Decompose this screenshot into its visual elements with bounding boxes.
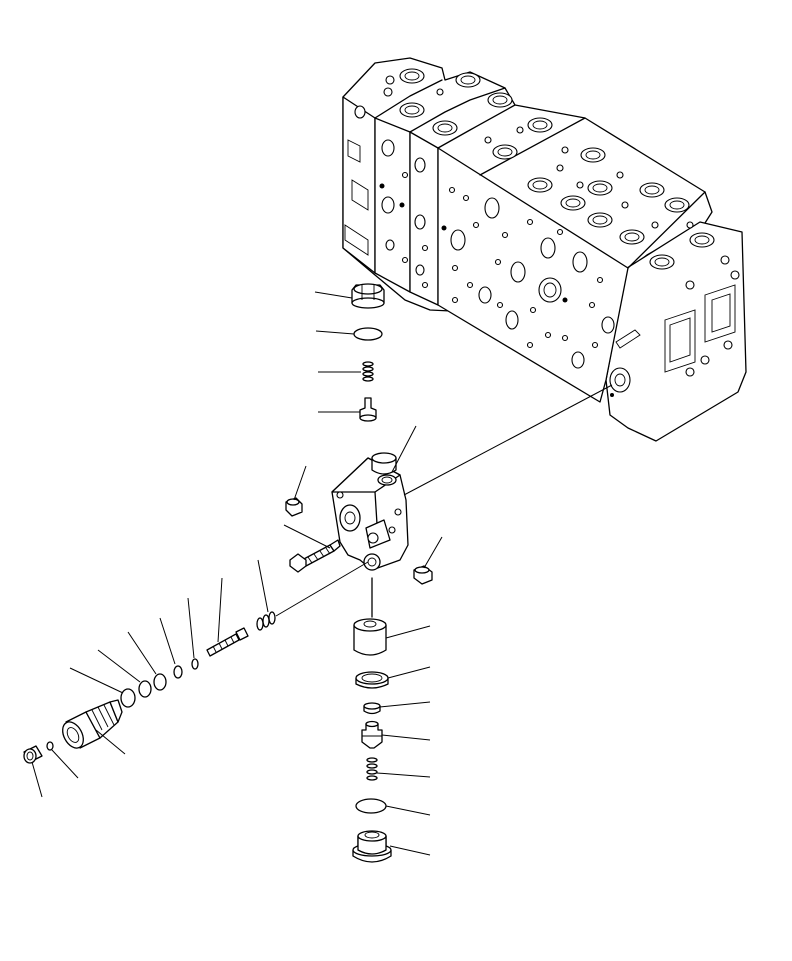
bolt-right — [414, 566, 432, 584]
bolt-long — [290, 540, 340, 572]
spring-top — [363, 362, 373, 381]
poppet — [360, 398, 376, 421]
seal-ring — [356, 672, 388, 688]
small-nut — [364, 703, 380, 714]
small-ring-2 — [174, 666, 182, 678]
o-ring-side-1 — [154, 674, 166, 690]
spring-bottom — [367, 758, 377, 780]
o-ring-cap — [47, 742, 53, 750]
sleeve — [354, 578, 386, 655]
valve-housing — [332, 453, 408, 570]
bolt-left — [286, 498, 302, 516]
o-ring-top — [354, 328, 382, 340]
stud — [207, 628, 248, 656]
plug-top — [352, 284, 384, 308]
check-valve — [362, 722, 382, 749]
valve-body-assembly — [343, 58, 746, 441]
plug-bottom — [353, 831, 391, 862]
o-ring-side-2 — [139, 681, 151, 697]
cap-plug — [24, 746, 42, 763]
o-ring-side-3 — [121, 689, 135, 707]
small-ring-1 — [192, 659, 198, 669]
o-ring-bottom — [356, 799, 386, 813]
spring-side — [257, 612, 275, 630]
relief-cartridge — [58, 700, 122, 752]
